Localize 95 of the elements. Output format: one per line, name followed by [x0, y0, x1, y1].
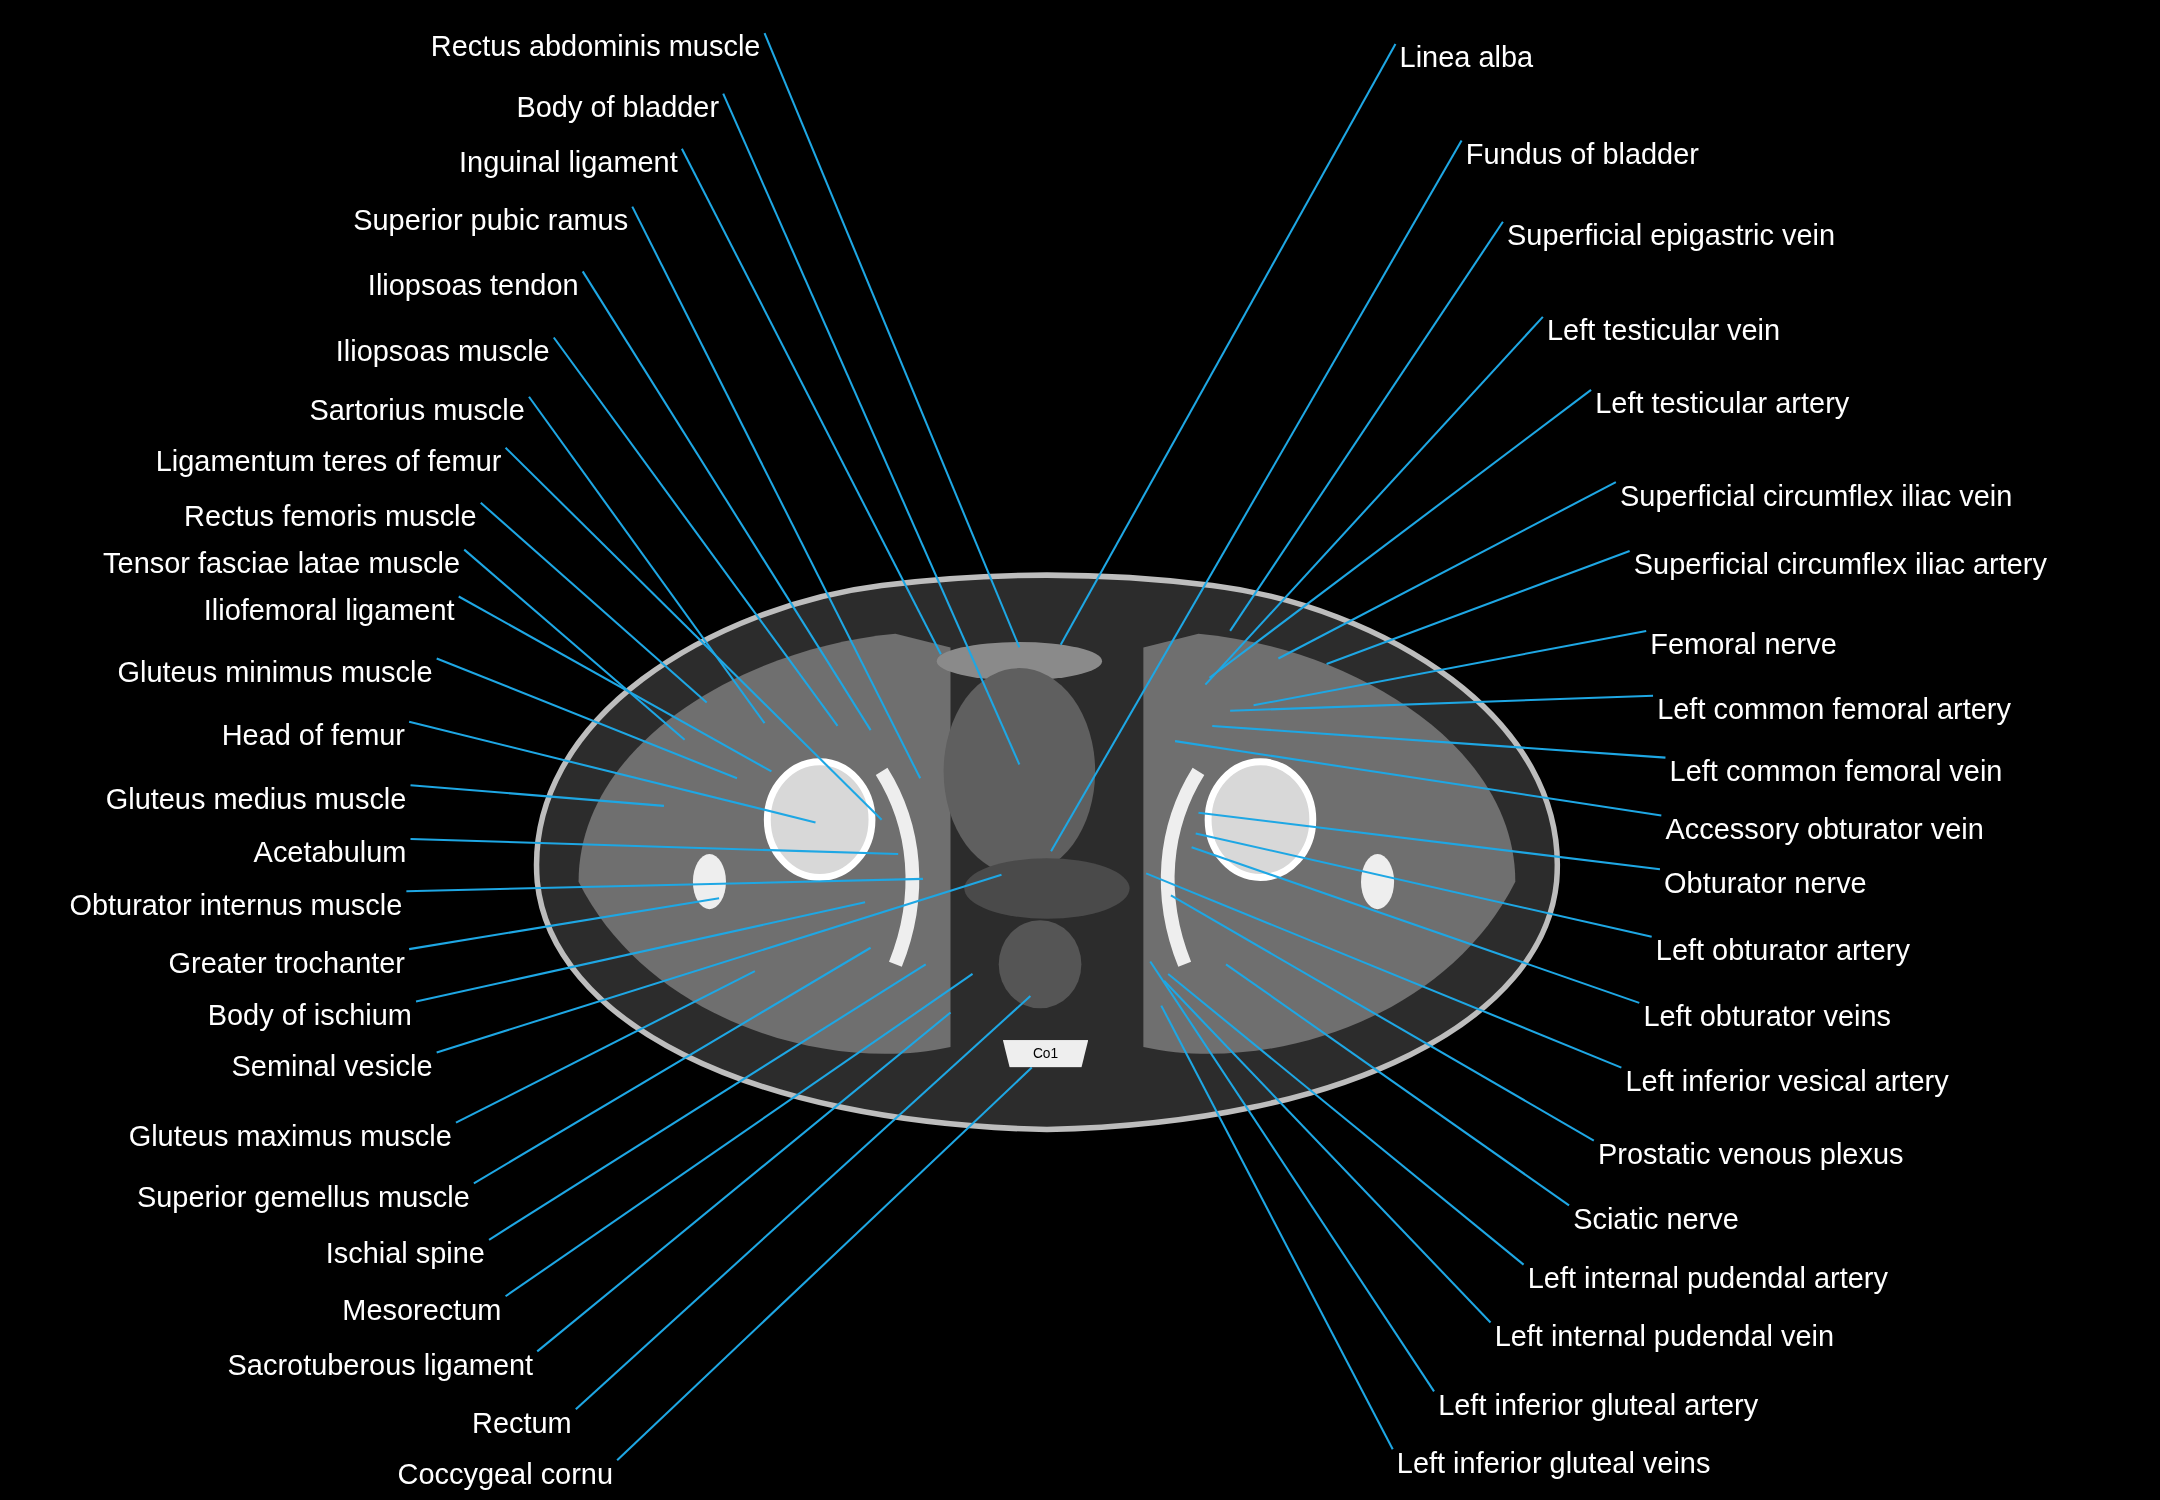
anatomy-label: Tensor fasciae latae muscle	[103, 546, 461, 580]
leader-line	[1208, 389, 1592, 679]
anatomy-label: Mesorectum	[342, 1293, 502, 1327]
leader-line	[1149, 960, 1435, 1392]
leader-line	[1230, 694, 1654, 712]
leader-line	[1204, 316, 1544, 686]
anatomy-label: Acetabulum	[253, 836, 407, 870]
leader-line	[763, 32, 1021, 648]
anatomy-label: Rectus abdominis muscle	[430, 30, 761, 64]
anatomy-label: Gluteus minimus muscle	[117, 655, 433, 689]
anatomy-label: Seminal vesicle	[231, 1049, 433, 1083]
leader-line	[1145, 872, 1622, 1069]
anatomy-label: Fundus of bladder	[1465, 137, 1699, 171]
anatomy-label: Iliofemoral ligament	[203, 593, 455, 627]
anatomy-label: Prostatic venous plexus	[1597, 1137, 1904, 1171]
anatomy-label: Left internal pudendal vein	[1494, 1319, 1834, 1353]
leader-line	[473, 946, 872, 1185]
leader-line	[1167, 973, 1525, 1266]
leader-line	[463, 548, 686, 741]
leader-line	[722, 93, 1021, 765]
leader-line	[1195, 832, 1652, 938]
anatomy-label: Sartorius muscle	[309, 394, 525, 428]
anatomy-label: Superior gemellus muscle	[136, 1180, 470, 1214]
leader-line	[436, 657, 738, 780]
leader-line	[1229, 221, 1504, 632]
coccyx-bone: Co1	[1002, 1040, 1089, 1068]
leader-line	[631, 206, 922, 779]
leader-line	[480, 502, 708, 704]
leader-line	[1160, 1005, 1394, 1450]
anatomy-label: Superficial circumflex iliac vein	[1620, 479, 2013, 513]
leader-line	[410, 837, 899, 856]
anatomy-label: Gluteus maximus muscle	[128, 1119, 452, 1153]
leader-line	[436, 873, 1002, 1054]
anatomy-label: Left testicular vein	[1547, 314, 1781, 348]
leader-line	[1163, 980, 1492, 1324]
leader-line	[581, 270, 872, 731]
anatomy-label: Inguinal ligament	[459, 146, 678, 180]
anatomy-label: Femoral nerve	[1650, 628, 1837, 662]
anatomy-label: Head of femur	[221, 719, 405, 753]
anatomy-label: Body of bladder	[516, 90, 720, 124]
leader-line	[1170, 894, 1595, 1142]
anatomy-label: Left obturator artery	[1655, 934, 1910, 968]
leader-line	[1253, 629, 1647, 707]
leader-line	[458, 595, 772, 773]
leader-line	[415, 901, 866, 1003]
anatomy-label: Linea alba	[1399, 41, 1534, 75]
leader-line	[1059, 43, 1397, 646]
leader-line	[1326, 550, 1630, 665]
anatomy-label: Accessory obturator vein	[1665, 812, 1984, 846]
leader-line	[410, 784, 665, 807]
leader-line	[1225, 963, 1570, 1207]
leader-line	[536, 1011, 952, 1353]
leader-line	[455, 970, 756, 1124]
anatomy-label: Sacrotuberous ligament	[227, 1348, 534, 1382]
anatomy-label: Left inferior gluteal artery	[1438, 1388, 1759, 1422]
leader-line	[1191, 846, 1640, 1004]
anatomy-label: Left testicular artery	[1595, 387, 1850, 421]
anatomy-label: Superficial epigastric vein	[1507, 219, 1836, 253]
leader-line	[406, 877, 923, 893]
anatomy-label: Left obturator veins	[1643, 1000, 1892, 1034]
anatomy-label: Rectum	[472, 1406, 572, 1440]
leader-line	[575, 995, 1032, 1410]
leader-line	[408, 720, 816, 824]
leader-line	[680, 148, 942, 655]
leader-line	[504, 973, 974, 1298]
leader-line	[528, 396, 766, 724]
leader-line	[552, 336, 839, 727]
leader-line	[616, 1066, 1033, 1461]
anatomy-label: Left inferior gluteal veins	[1396, 1446, 1711, 1480]
anatomy-label: Ligamentum teres of femur	[155, 444, 502, 478]
anatomy-label: Obturator internus muscle	[69, 888, 403, 922]
anatomy-label: Left inferior vesical artery	[1625, 1064, 1949, 1098]
anatomy-label: Body of ischium	[207, 998, 412, 1032]
anatomy-label: Left internal pudendal artery	[1527, 1261, 1888, 1295]
anatomy-label: Left common femoral artery	[1657, 692, 2011, 726]
leader-line	[408, 897, 720, 951]
anatomy-label: Ischial spine	[325, 1237, 485, 1271]
anatomy-label: Greater trochanter	[168, 946, 405, 980]
leader-line	[1198, 811, 1661, 871]
anatomy-label: Obturator nerve	[1664, 866, 1867, 900]
anatomy-label: Coccygeal cornu	[397, 1457, 613, 1491]
anatomy-label: Iliopsoas tendon	[367, 268, 579, 302]
leader-line	[488, 963, 927, 1241]
anatomy-label: Left common femoral vein	[1669, 754, 2003, 788]
anatomy-label: Iliopsoas muscle	[335, 334, 550, 368]
anatomy-label: Rectus femoris muscle	[184, 500, 477, 534]
leader-line	[1174, 740, 1662, 817]
anatomy-label: Superficial circumflex iliac artery	[1633, 548, 2047, 582]
anatomy-label: Gluteus medius muscle	[105, 782, 407, 816]
leader-line	[1212, 724, 1666, 759]
anatomy-label: Superior pubic ramus	[353, 203, 629, 237]
anatomy-label: Sciatic nerve	[1573, 1202, 1739, 1236]
leader-line	[1277, 481, 1617, 660]
leader-line	[1050, 140, 1463, 852]
leader-line	[504, 446, 883, 821]
